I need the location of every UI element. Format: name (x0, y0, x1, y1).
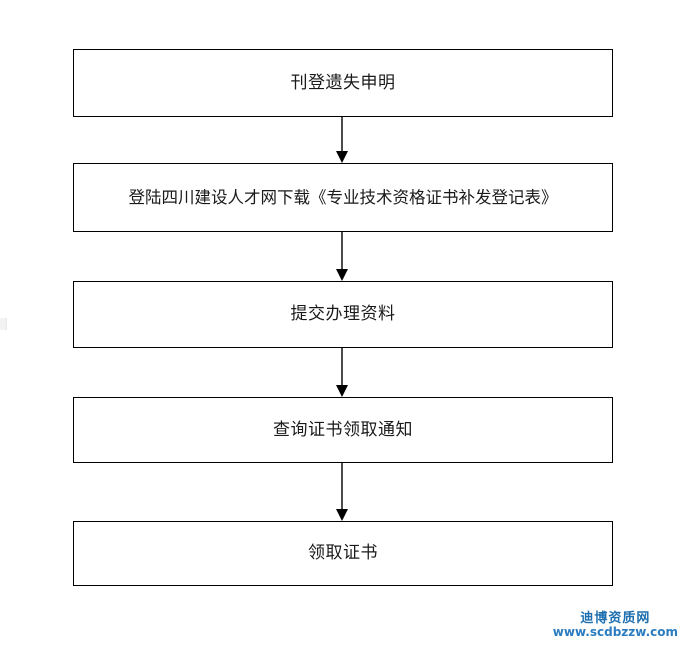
flow-node-label: 领取证书 (308, 543, 378, 564)
flow-node-step-5: 领取证书 (73, 521, 613, 586)
connector-arrow-3-4 (0, 348, 686, 397)
flow-node-label: 查询证书领取通知 (273, 419, 413, 440)
flow-node-step-3: 提交办理资料 (73, 281, 613, 348)
watermark-url: www.scdbzzw.com (552, 625, 678, 640)
flow-node-step-2: 登陆四川建设人才网下载《专业技术资格证书补发登记表》 (73, 163, 613, 232)
scan-artifact (0, 318, 7, 330)
connector-arrow-2-3 (0, 232, 686, 281)
watermark: 迪博资质网 www.scdbzzw.com (553, 612, 678, 639)
watermark-site-name: 迪博资质网 (580, 610, 651, 626)
flow-node-label: 提交办理资料 (290, 304, 396, 325)
flow-node-label: 登陆四川建设人才网下载《专业技术资格证书补发登记表》 (128, 187, 558, 207)
flow-node-step-1: 刊登遗失申明 (73, 49, 613, 117)
connector-arrow-1-2 (0, 117, 686, 163)
flow-node-step-4: 查询证书领取通知 (73, 397, 613, 463)
connector-arrow-4-5 (0, 463, 686, 521)
flow-node-label: 刊登遗失申明 (290, 72, 396, 93)
